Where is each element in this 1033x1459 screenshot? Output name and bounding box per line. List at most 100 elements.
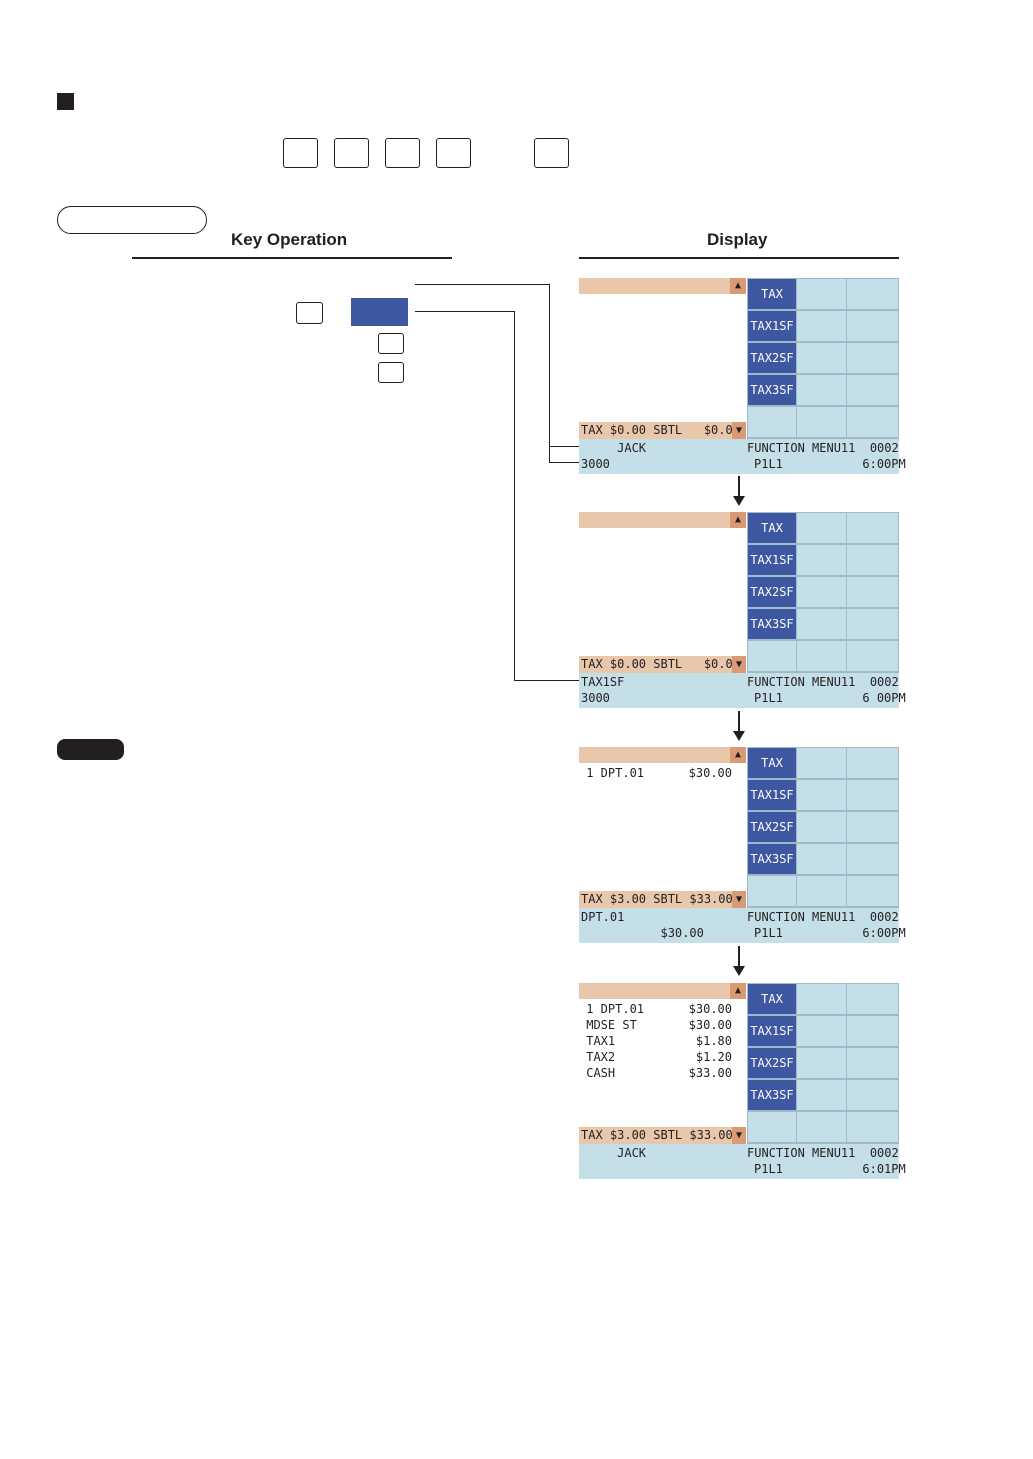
blank-key[interactable] <box>847 1048 898 1078</box>
function-key-tax[interactable]: TAX <box>748 748 796 778</box>
blank-key[interactable] <box>847 844 898 874</box>
status-line1-left: JACK <box>581 441 647 455</box>
blank-key[interactable] <box>797 609 846 639</box>
receipt-item-amount: $1.80 <box>695 1034 732 1048</box>
example-label-pill <box>57 739 124 760</box>
blank-key[interactable] <box>797 375 846 405</box>
blank-key[interactable] <box>797 984 846 1014</box>
receipt-item-label: 1 DPT.01 <box>579 1002 645 1016</box>
function-key-tax2sf[interactable]: TAX2SF <box>748 812 796 842</box>
blank-key[interactable] <box>748 407 796 437</box>
blank-key[interactable] <box>847 1016 898 1046</box>
blank-key[interactable] <box>797 577 846 607</box>
blank-key[interactable] <box>797 641 846 671</box>
blank-key[interactable] <box>797 311 846 341</box>
receipt-area <box>579 530 746 660</box>
blank-key[interactable] <box>847 984 898 1014</box>
function-key-tax[interactable]: TAX <box>748 984 796 1014</box>
blank-key[interactable] <box>797 1016 846 1046</box>
function-key-tax[interactable]: TAX <box>748 513 796 543</box>
function-key-tax2sf[interactable]: TAX2SF <box>748 1048 796 1078</box>
blank-key[interactable] <box>847 577 898 607</box>
key-box-2 <box>334 138 369 168</box>
screen-top-bar: ▲ <box>579 747 746 763</box>
blank-key[interactable] <box>797 1048 846 1078</box>
status-line1-right: FUNCTION MENU11 0002 <box>747 675 899 689</box>
blank-key[interactable] <box>847 343 898 373</box>
blank-key[interactable] <box>847 876 898 906</box>
blank-key[interactable] <box>797 513 846 543</box>
arrow-1-head <box>733 496 745 506</box>
blank-key[interactable] <box>847 513 898 543</box>
scroll-down-icon: ▼ <box>732 656 746 673</box>
function-key-tax1sf[interactable]: TAX1SF <box>748 545 796 575</box>
function-key-tax3sf[interactable]: TAX3SF <box>748 1080 796 1110</box>
blank-key[interactable] <box>748 876 796 906</box>
function-key-tax1sf[interactable]: TAX1SF <box>748 780 796 810</box>
receipt-item-amount: $33.00 <box>688 1066 732 1080</box>
blank-key[interactable] <box>847 1080 898 1110</box>
blank-key[interactable] <box>797 748 846 778</box>
blank-key[interactable] <box>797 279 846 309</box>
receipt-item-label: 1 DPT.01 <box>579 766 645 780</box>
display-rule <box>579 257 899 259</box>
status-line1-left: DPT.01 <box>581 910 625 924</box>
arrow-2-head <box>733 731 745 741</box>
key-box-5 <box>534 138 569 168</box>
status-line2-right: P1L1 6 00PM <box>754 691 906 705</box>
blank-key[interactable] <box>847 780 898 810</box>
receipt-item-label: TAX2 <box>579 1050 616 1064</box>
function-key-tax2sf[interactable]: TAX2SF <box>748 577 796 607</box>
receipt-item-label: CASH <box>579 1066 616 1080</box>
blank-key[interactable] <box>748 1112 796 1142</box>
tax-subtotal-text: TAX $0.00 SBTL $0.00 <box>581 657 740 671</box>
function-key-tax3sf[interactable]: TAX3SF <box>748 609 796 639</box>
blank-key[interactable] <box>847 748 898 778</box>
screen-top-bar: ▲ <box>579 983 746 999</box>
receipt-item-amount: $1.20 <box>695 1050 732 1064</box>
scroll-up-icon: ▲ <box>730 983 746 999</box>
blank-key[interactable] <box>847 375 898 405</box>
status-line1-left: TAX1SF <box>581 675 625 689</box>
blank-key[interactable] <box>797 407 846 437</box>
receipt-line: TAX1$1.80 <box>579 1033 746 1049</box>
blank-key[interactable] <box>847 545 898 575</box>
function-key-tax2sf[interactable]: TAX2SF <box>748 343 796 373</box>
blank-key[interactable] <box>847 407 898 437</box>
arrow-1-line <box>738 476 740 498</box>
key-box-1 <box>283 138 318 168</box>
blank-key[interactable] <box>797 343 846 373</box>
receipt-line: TAX2 $1.20 <box>579 1049 746 1065</box>
connector-1-v <box>549 284 550 462</box>
key-operation-heading: Key Operation <box>231 230 348 249</box>
status-line1-right: FUNCTION MENU11 0002 <box>747 1146 899 1160</box>
blank-key[interactable] <box>797 1112 846 1142</box>
function-key-tax3sf[interactable]: TAX3SF <box>748 375 796 405</box>
blank-key[interactable] <box>847 812 898 842</box>
blank-key[interactable] <box>847 279 898 309</box>
blank-key[interactable] <box>797 780 846 810</box>
blank-key[interactable] <box>847 1112 898 1142</box>
blank-key[interactable] <box>748 641 796 671</box>
scroll-up-icon: ▲ <box>730 278 746 294</box>
blank-key[interactable] <box>847 641 898 671</box>
blank-key[interactable] <box>797 545 846 575</box>
function-key-tax[interactable]: TAX <box>748 279 796 309</box>
blank-key[interactable] <box>797 812 846 842</box>
function-key-tax1sf[interactable]: TAX1SF <box>748 1016 796 1046</box>
blank-key[interactable] <box>847 609 898 639</box>
key-box-3 <box>385 138 420 168</box>
receipt-item-amount: $30.00 <box>688 1002 732 1016</box>
blank-key[interactable] <box>797 1080 846 1110</box>
function-key-tax1sf[interactable]: TAX1SF <box>748 311 796 341</box>
blank-key[interactable] <box>847 311 898 341</box>
scroll-up-icon: ▲ <box>730 512 746 528</box>
blank-key[interactable] <box>797 844 846 874</box>
function-key-tax3sf[interactable]: TAX3SF <box>748 844 796 874</box>
blank-key[interactable] <box>797 876 846 906</box>
status-line2-right: P1L1 6:00PM <box>754 926 906 940</box>
key-operation-rule <box>132 257 452 259</box>
tax-subtotal-text: TAX $3.00 SBTL $33.00 <box>581 892 733 906</box>
